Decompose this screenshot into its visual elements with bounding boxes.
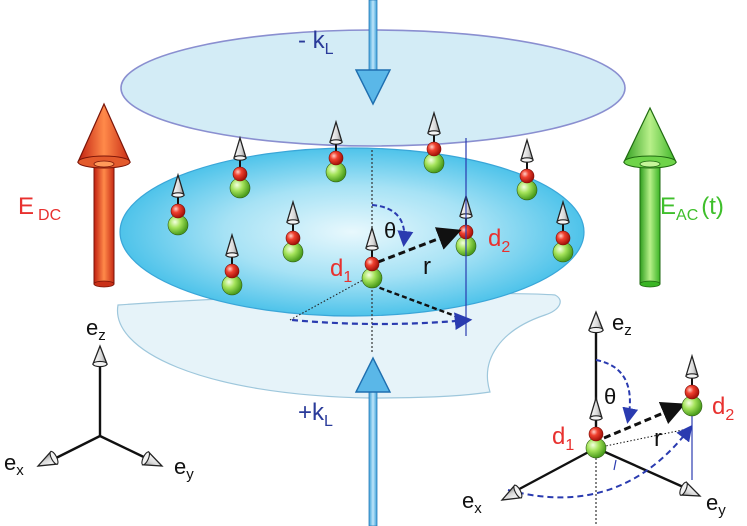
ex-label: ex	[4, 450, 24, 479]
inset-ex-label: ex	[462, 488, 482, 517]
e-dc-arrow	[77, 102, 131, 288]
r-label: r	[423, 253, 431, 280]
inset-dipole-d1-icon	[585, 397, 607, 459]
inset-ey-label: ey	[706, 490, 726, 519]
inset-geometry	[498, 311, 704, 526]
e-ac-label: EAC(t)	[660, 193, 724, 224]
r-vector	[377, 227, 462, 264]
inset-d2-label: d2	[712, 393, 734, 424]
dipole-icon	[516, 139, 538, 201]
diagonal-projection-line	[289, 274, 373, 321]
trap-disk	[119, 147, 585, 317]
coordinate-axes-left	[34, 345, 166, 473]
k-minus-label: - kL	[298, 27, 334, 58]
inset-dipole-d2-icon	[681, 355, 703, 417]
laser-beam-up-arrow-icon	[354, 356, 392, 393]
ey-label: ey	[174, 454, 194, 483]
phi-arc	[291, 312, 473, 330]
inset-ez-axis-cone-icon	[588, 311, 604, 334]
ez-axis-cone-icon	[92, 345, 108, 368]
ex-axis-cone-icon	[34, 449, 61, 473]
inset-ez-label: ez	[612, 310, 632, 339]
inset-d1-label: d1	[552, 423, 574, 454]
inset-theta-label: θ	[604, 384, 616, 409]
d2-label: d2	[488, 225, 510, 256]
k-plus-label: +kL	[298, 399, 333, 430]
inset-ey-axis-cone-icon	[677, 480, 704, 504]
ey-axis-cone-icon	[139, 450, 166, 473]
theta-label: θ	[384, 218, 396, 243]
theta-arc	[371, 204, 414, 247]
laser-beam-up	[368, 387, 378, 526]
e-ac-arrow	[623, 106, 677, 288]
ez-label: ez	[86, 315, 106, 344]
radial-projection-line	[371, 283, 467, 322]
d1-label: d1	[330, 255, 352, 286]
laser-beam-down	[368, 0, 378, 75]
laser-beam-down-arrow-icon	[354, 69, 392, 106]
inset-r-label: r	[654, 425, 662, 452]
